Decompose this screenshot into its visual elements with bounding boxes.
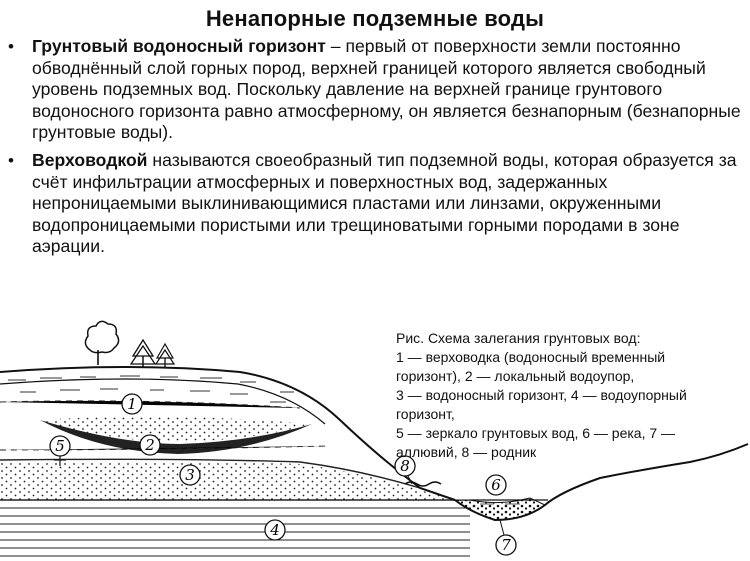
water-table-line bbox=[0, 458, 421, 489]
soil-boundary bbox=[0, 378, 326, 425]
figure-caption: Рис. Схема залегания грунтовых вод: 1 — … bbox=[396, 329, 748, 462]
deciduous-tree-icon bbox=[84, 320, 120, 365]
local-aquitard-lens bbox=[40, 420, 312, 454]
hatch-line bbox=[20, 388, 286, 403]
label-1: 1 bbox=[127, 395, 137, 413]
term-groundwater-horizon: Грунтовый водоносный горизонт bbox=[32, 36, 326, 56]
label-marker-7: 7 bbox=[495, 519, 517, 556]
bullet-groundwater-horizon: • Грунтовый водоносный горизонт – первый… bbox=[6, 36, 746, 144]
label-marker-5: 5 bbox=[49, 435, 71, 457]
caption-line: 5 — зеркало грунтовых вод, 6 — река, 7 — bbox=[396, 425, 676, 441]
perched-water-zone bbox=[40, 416, 310, 442]
hatch-line bbox=[8, 375, 294, 393]
river-area bbox=[404, 443, 749, 522]
water-table-marker bbox=[54, 456, 66, 466]
bullet-list: • Грунтовый водоносный горизонт – первый… bbox=[6, 36, 746, 264]
label-marker-6: 6 bbox=[485, 474, 507, 496]
aeration-dash bbox=[0, 400, 301, 409]
caption-line: аллювий, 8 — родник bbox=[396, 444, 537, 460]
label-6: 6 bbox=[491, 476, 501, 494]
caption-line: 3 — водоносный горизонт, 4 — водоупорный bbox=[396, 387, 687, 403]
label-8: 8 bbox=[400, 457, 410, 475]
term-perched-water: Верховодкой bbox=[32, 149, 148, 170]
spruce-tree-icon bbox=[129, 338, 157, 368]
label-marker-2: 2 bbox=[139, 434, 161, 456]
caption-line: горизонт), 2 — локальный водоупор, bbox=[396, 368, 635, 384]
caption-line: горизонт, bbox=[396, 406, 455, 422]
label-marker-3: 3 bbox=[179, 464, 201, 486]
bullet-perched-water: • Верховодкой называются своеобразный ти… bbox=[6, 150, 746, 258]
definition-perched-water: называются своеобразный тип подземной во… bbox=[32, 149, 737, 257]
label-3: 3 bbox=[185, 466, 195, 484]
aquifer-zone bbox=[0, 461, 455, 500]
label-2: 2 bbox=[144, 436, 155, 454]
slide-title: Ненапорные подземные воды bbox=[205, 6, 545, 31]
alluvium-deposit bbox=[453, 497, 546, 521]
bullet-marker: • bbox=[8, 150, 14, 170]
label-marker-1: 1 bbox=[121, 393, 143, 415]
soil-layers bbox=[0, 366, 470, 557]
bullet-marker: • bbox=[8, 37, 14, 56]
caption-line: 1 — верховодка (водоносный временный bbox=[396, 349, 666, 365]
label-marker-4: 4 bbox=[264, 519, 286, 541]
definition-groundwater-horizon: – первый от поверхности земли постоянно … bbox=[32, 36, 741, 143]
caption-line: Рис. Схема залегания грунтовых вод: bbox=[396, 330, 641, 346]
label-7: 7 bbox=[501, 536, 511, 554]
label-4: 4 bbox=[269, 521, 280, 539]
label-marker-8: 8 bbox=[394, 455, 416, 485]
ground-surface bbox=[0, 366, 456, 501]
spruce-tree-icon bbox=[154, 342, 176, 368]
label-5: 5 bbox=[55, 437, 65, 455]
